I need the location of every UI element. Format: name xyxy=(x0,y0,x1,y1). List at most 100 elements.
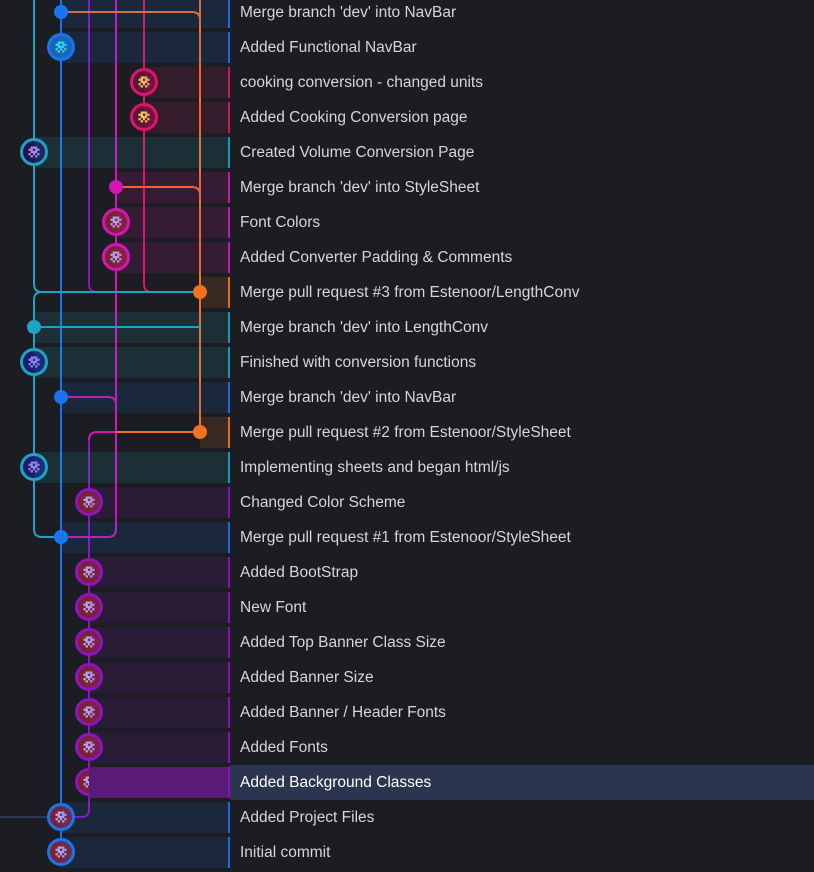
commit-row[interactable]: Merge branch 'dev' into NavBar xyxy=(0,0,814,30)
branch-lane-marker xyxy=(228,627,230,658)
commit-message: Finished with conversion functions xyxy=(240,354,477,371)
commit-row[interactable]: Added Cooking Conversion page xyxy=(0,100,814,135)
commit-row[interactable]: Merge pull request #1 from Estenoor/Styl… xyxy=(0,520,814,555)
branch-lane-highlight xyxy=(61,837,230,868)
commit-row[interactable]: Added Banner Size xyxy=(0,660,814,695)
branch-lane-marker xyxy=(228,277,230,308)
commit-row[interactable]: Merge branch 'dev' into LengthConv xyxy=(0,310,814,345)
branch-lane-marker xyxy=(228,347,230,378)
commit-row[interactable]: Added Background Classes xyxy=(0,765,814,800)
commit-message: New Font xyxy=(240,599,307,616)
branch-lane-highlight xyxy=(89,557,230,588)
purple-branch-connector xyxy=(61,808,90,818)
commit-row[interactable]: Finished with conversion functions xyxy=(0,345,814,380)
orange-merge-connector xyxy=(61,11,201,21)
commit-message: Implementing sheets and began html/js xyxy=(240,459,510,476)
branch-lane-highlight xyxy=(61,32,230,63)
branch-lane-highlight xyxy=(200,417,230,448)
branch-lane-marker xyxy=(228,662,230,693)
commit-graph xyxy=(0,0,232,872)
avatar-blue-pixel-icon[interactable] xyxy=(20,348,48,376)
avatar-lilac-pixel-icon[interactable] xyxy=(75,558,103,586)
merge-dot-icon[interactable] xyxy=(54,5,68,19)
merge-dot-icon[interactable] xyxy=(27,320,41,334)
avatar-lilac-pixel-icon[interactable] xyxy=(102,243,130,271)
branch-lane-marker xyxy=(228,312,230,343)
merge-dot-icon[interactable] xyxy=(54,530,68,544)
commit-message: Added Banner / Header Fonts xyxy=(240,704,446,721)
commit-message: Added Converter Padding & Comments xyxy=(240,249,513,266)
avatar-lilac-pixel-icon[interactable] xyxy=(75,698,103,726)
avatar-lilac-pixel-icon[interactable] xyxy=(47,838,75,866)
avatar-blue-pixel-icon[interactable] xyxy=(20,453,48,481)
branch-lane-marker xyxy=(228,557,230,588)
commit-row[interactable]: Added Banner / Header Fonts xyxy=(0,695,814,730)
merge-dot-icon[interactable] xyxy=(193,425,207,439)
avatar-lilac-pixel-icon[interactable] xyxy=(75,733,103,761)
branch-lane-marker xyxy=(228,592,230,623)
commit-message: Added Functional NavBar xyxy=(240,39,417,56)
commit-row[interactable]: Added Functional NavBar xyxy=(0,30,814,65)
commit-row[interactable]: Added Fonts xyxy=(0,730,814,765)
branch-lane-highlight xyxy=(116,172,230,203)
commit-row[interactable]: Added Top Banner Class Size xyxy=(0,625,814,660)
branch-lane-marker xyxy=(228,732,230,763)
avatar-lilac-pixel-icon[interactable] xyxy=(102,208,130,236)
teal-branch-connector xyxy=(33,291,200,301)
commit-row[interactable]: Added BootStrap xyxy=(0,555,814,590)
commit-message: Merge branch 'dev' into LengthConv xyxy=(240,319,489,336)
commit-row[interactable]: Merge pull request #3 from Estenoor/Leng… xyxy=(0,275,814,310)
branch-lane-highlight xyxy=(144,102,230,133)
branch-lane-marker xyxy=(228,522,230,553)
branch-lane-marker xyxy=(228,172,230,203)
commit-row[interactable]: Added Converter Padding & Comments xyxy=(0,240,814,275)
commit-message: Added Project Files xyxy=(240,809,375,826)
avatar-teal-pixel-icon[interactable] xyxy=(47,33,75,61)
avatar-yellow-pixel-icon[interactable] xyxy=(130,68,158,96)
branch-lane-marker xyxy=(228,207,230,238)
commit-row[interactable]: Created Volume Conversion Page xyxy=(0,135,814,170)
commit-row[interactable]: Merge branch 'dev' into StyleSheet xyxy=(0,170,814,205)
commit-row[interactable]: Implementing sheets and began html/js xyxy=(0,450,814,485)
branch-lane-highlight xyxy=(200,277,230,308)
avatar-lilac-pixel-icon[interactable] xyxy=(75,663,103,691)
commit-row[interactable]: Initial commit xyxy=(0,835,814,870)
branch-lane-highlight xyxy=(116,242,230,273)
commit-row[interactable]: Merge pull request #2 from Estenoor/Styl… xyxy=(0,415,814,450)
commit-message: Created Volume Conversion Page xyxy=(240,144,475,161)
commit-message: Added Top Banner Class Size xyxy=(240,634,446,651)
commit-message: Merge pull request #3 from Estenoor/Leng… xyxy=(240,284,580,301)
branch-lane-highlight xyxy=(144,67,230,98)
avatar-lilac-pixel-icon[interactable] xyxy=(75,593,103,621)
merge-dot-icon[interactable] xyxy=(54,390,68,404)
commit-row[interactable]: cooking conversion - changed units xyxy=(0,65,814,100)
merge-dot-icon[interactable] xyxy=(109,180,123,194)
commit-row[interactable]: Added Project Files xyxy=(0,800,814,835)
branch-lane-marker xyxy=(228,0,230,28)
branch-lane-highlight xyxy=(61,382,230,413)
magenta-branch-connector xyxy=(88,431,116,441)
branch-lane-marker xyxy=(228,242,230,273)
commit-message: Added Banner Size xyxy=(240,669,374,686)
branch-lane-highlight xyxy=(61,522,230,553)
avatar-lilac-pixel-icon[interactable] xyxy=(47,803,75,831)
branch-lane-highlight xyxy=(34,452,230,483)
commit-row[interactable]: Merge branch 'dev' into NavBar xyxy=(0,380,814,415)
branch-lane-highlight xyxy=(61,0,230,28)
branch-lane-marker xyxy=(228,417,230,448)
merge-dot-icon[interactable] xyxy=(193,285,207,299)
branch-lane-marker xyxy=(228,487,230,518)
avatar-lilac-pixel-icon[interactable] xyxy=(75,488,103,516)
commit-message: Merge pull request #1 from Estenoor/Styl… xyxy=(240,529,571,546)
avatar-lilac-pixel-icon[interactable] xyxy=(75,628,103,656)
avatar-purple-pixel-icon[interactable] xyxy=(20,138,48,166)
avatar-yellow-pixel-icon[interactable] xyxy=(130,103,158,131)
commit-row[interactable]: Changed Color Scheme xyxy=(0,485,814,520)
branch-lane-marker xyxy=(228,67,230,98)
branch-lane-marker xyxy=(228,452,230,483)
branch-lane-highlight xyxy=(89,487,230,518)
commit-message: Changed Color Scheme xyxy=(240,494,406,511)
commit-row[interactable]: New Font xyxy=(0,590,814,625)
commit-row[interactable]: Font Colors xyxy=(0,205,814,240)
branch-lane-marker xyxy=(228,32,230,63)
